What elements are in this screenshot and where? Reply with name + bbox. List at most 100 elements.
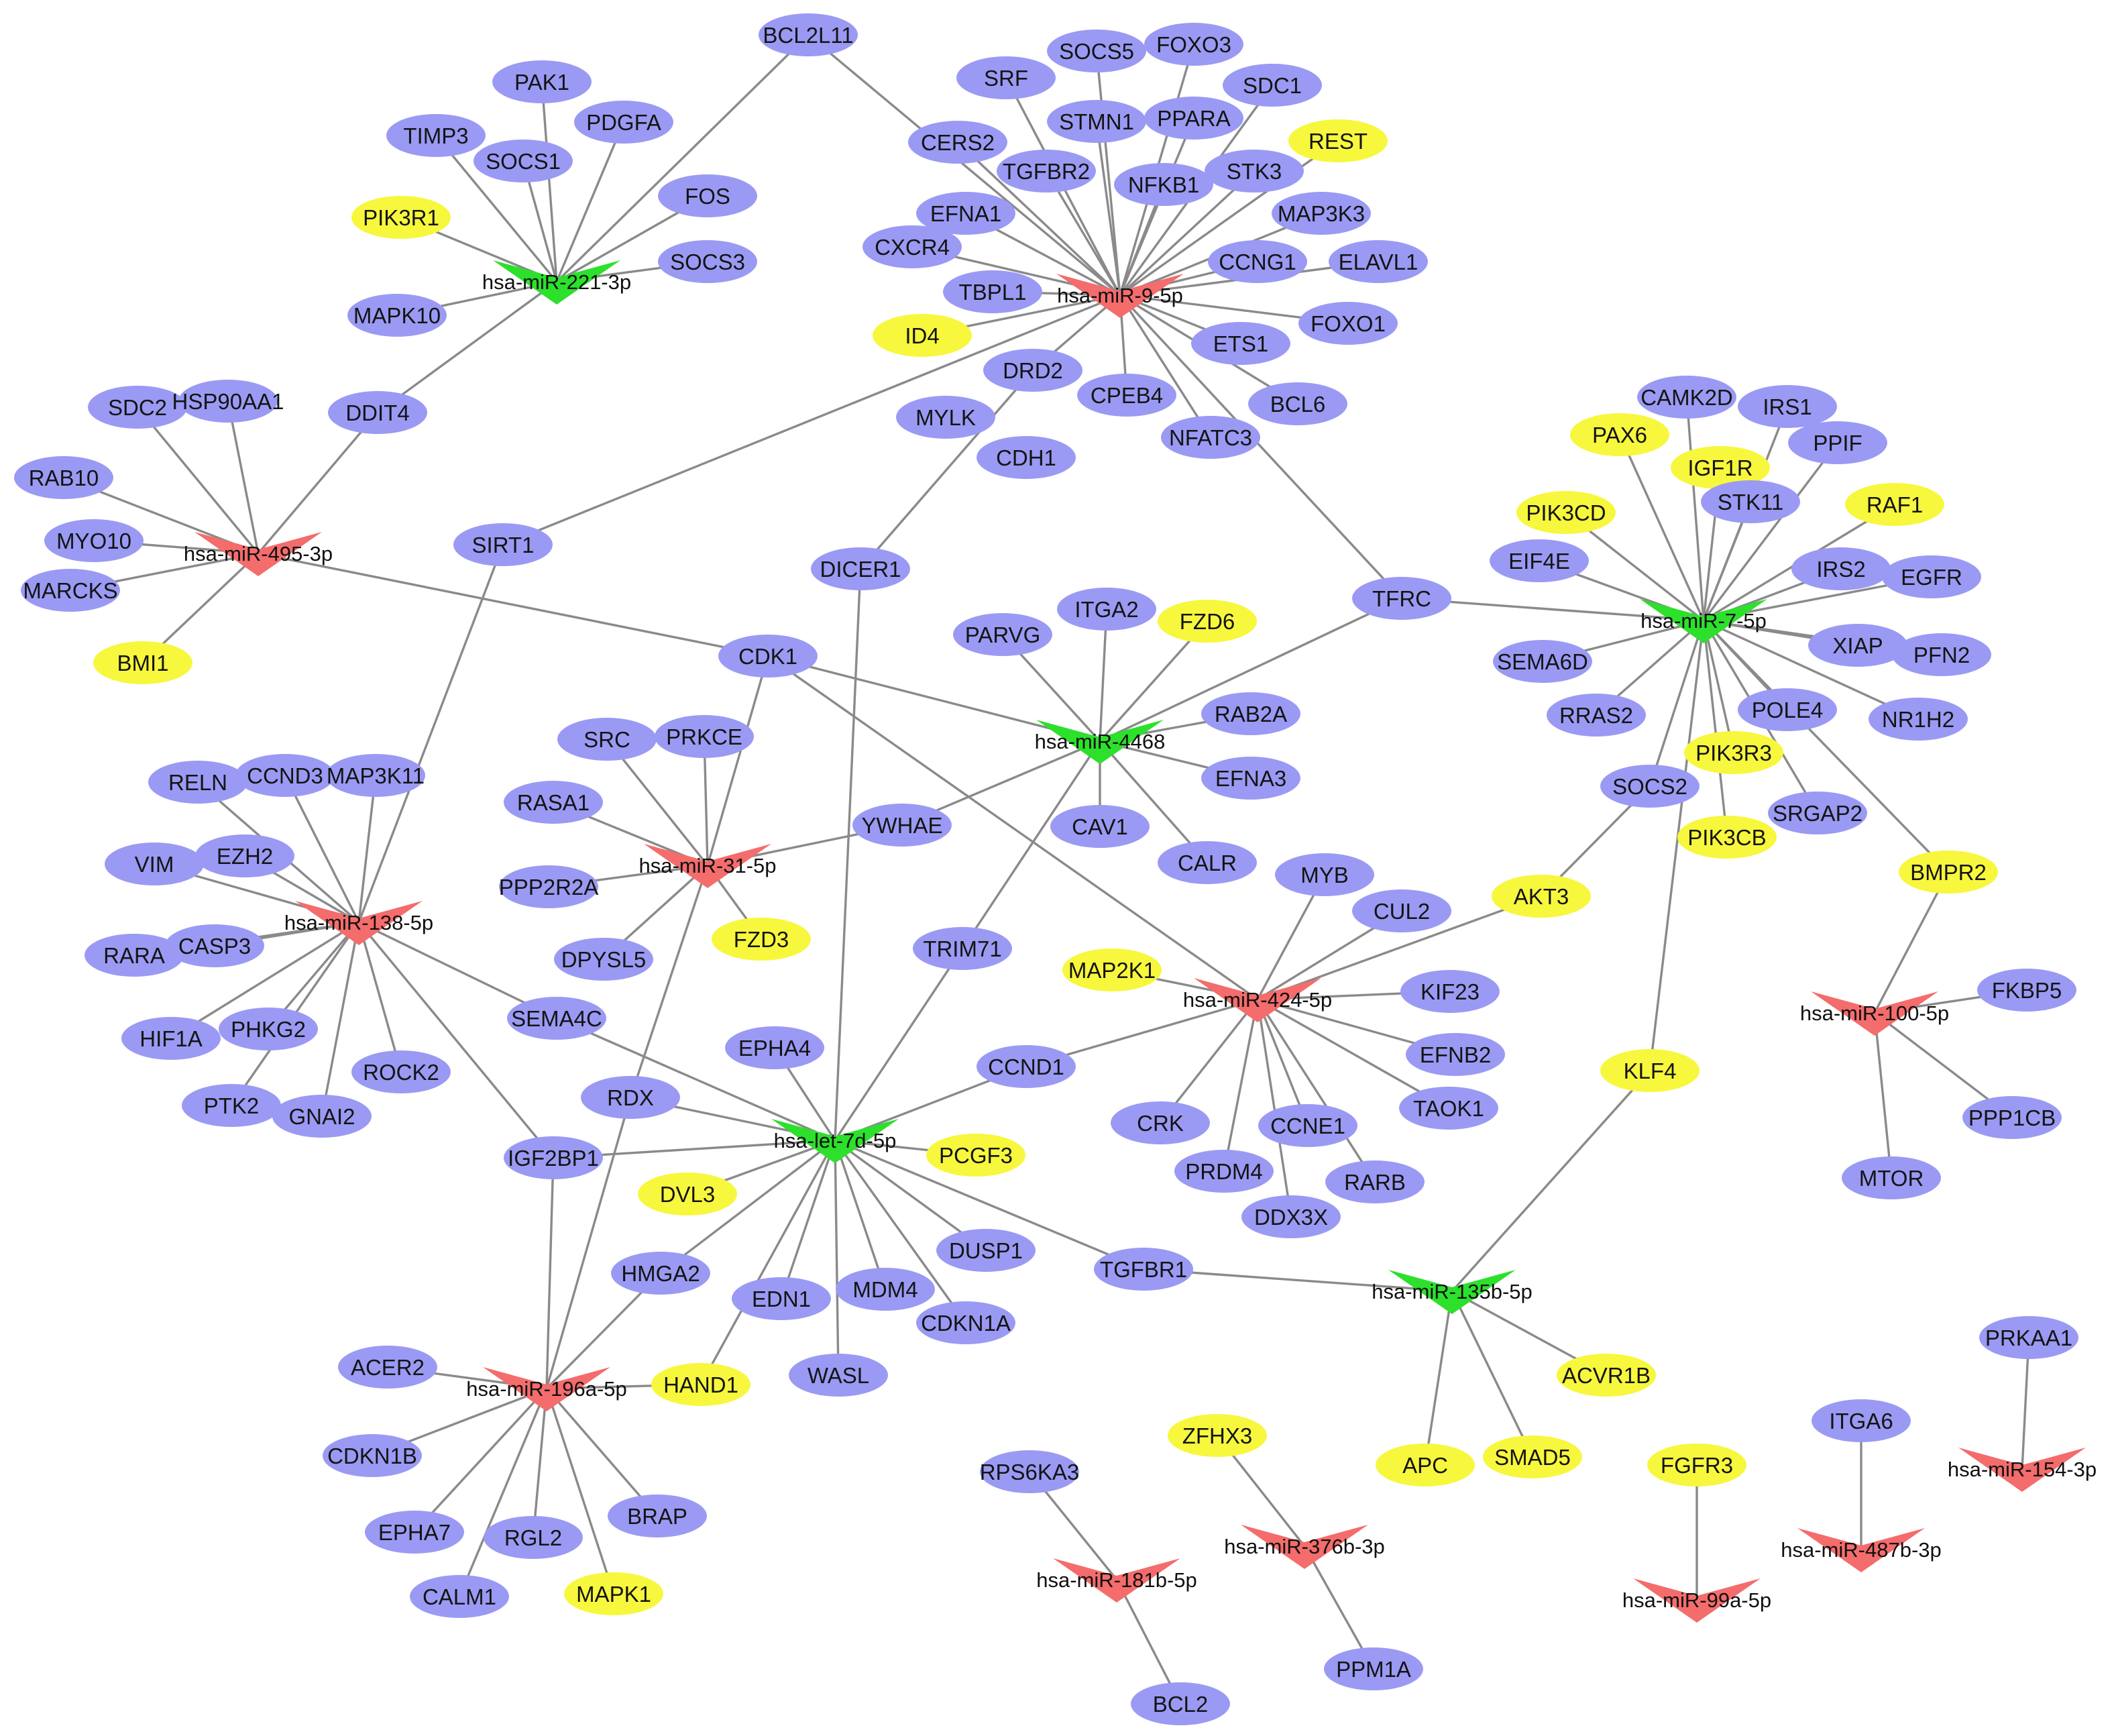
gene-node-dvl3[interactable]: DVL3 xyxy=(638,1173,737,1215)
gene-node-dicer1[interactable]: DICER1 xyxy=(811,547,910,590)
gene-node-edn1[interactable]: EDN1 xyxy=(732,1277,831,1320)
gene-node-tfrc[interactable]: TFRC xyxy=(1352,577,1451,620)
gene-node-calr[interactable]: CALR xyxy=(1158,841,1257,884)
mirna-node-m138[interactable]: hsa-miR-138-5p xyxy=(284,901,433,945)
gene-node-eif4e[interactable]: EIF4E xyxy=(1490,539,1589,582)
gene-node-bmpr2[interactable]: BMPR2 xyxy=(1899,851,1998,893)
gene-node-epha7[interactable]: EPHA7 xyxy=(365,1511,464,1554)
gene-node-bcl6[interactable]: BCL6 xyxy=(1248,382,1347,425)
gene-node-mtor[interactable]: MTOR xyxy=(1842,1156,1941,1199)
gene-node-ccne1[interactable]: CCNE1 xyxy=(1258,1104,1357,1147)
gene-node-itga2[interactable]: ITGA2 xyxy=(1057,588,1156,631)
gene-node-map2k1[interactable]: MAP2K1 xyxy=(1062,948,1162,991)
gene-node-pdgfa[interactable]: PDGFA xyxy=(574,101,673,144)
gene-node-rps6ka3[interactable]: RPS6KA3 xyxy=(980,1450,1080,1493)
gene-node-rasa1[interactable]: RASA1 xyxy=(504,781,603,824)
gene-node-tgfbr2[interactable]: TGFBR2 xyxy=(997,150,1096,193)
gene-node-epha4[interactable]: EPHA4 xyxy=(725,1026,824,1069)
gene-node-pik3r1[interactable]: PIK3R1 xyxy=(351,196,451,239)
gene-node-id4[interactable]: ID4 xyxy=(873,314,972,357)
gene-node-rara[interactable]: RARA xyxy=(85,934,184,977)
gene-node-pak1[interactable]: PAK1 xyxy=(492,60,592,103)
gene-node-hand1[interactable]: HAND1 xyxy=(651,1363,750,1406)
gene-node-trim71[interactable]: TRIM71 xyxy=(913,927,1012,970)
gene-node-srf[interactable]: SRF xyxy=(956,56,1056,99)
gene-node-fzd3[interactable]: FZD3 xyxy=(712,918,811,961)
gene-node-cxcr4[interactable]: CXCR4 xyxy=(863,225,962,268)
gene-node-rras2[interactable]: RRAS2 xyxy=(1547,694,1646,737)
mirna-node-m135b[interactable]: hsa-miR-135b-5p xyxy=(1372,1270,1533,1314)
gene-node-sema6d[interactable]: SEMA6D xyxy=(1493,640,1592,683)
gene-node-rgl2[interactable]: RGL2 xyxy=(484,1516,583,1559)
gene-node-nr1h2[interactable]: NR1H2 xyxy=(1869,698,1968,741)
gene-node-cav1[interactable]: CAV1 xyxy=(1050,805,1150,848)
mirna-node-m495[interactable]: hsa-miR-495-3p xyxy=(184,532,333,576)
mirna-node-m4468[interactable]: hsa-miR-4468 xyxy=(1035,720,1166,764)
gene-node-socs5[interactable]: SOCS5 xyxy=(1047,30,1146,72)
gene-node-cul2[interactable]: CUL2 xyxy=(1352,889,1451,932)
mirna-node-m154[interactable]: hsa-miR-154-3p xyxy=(1948,1448,2097,1492)
gene-node-pik3cb[interactable]: PIK3CB xyxy=(1677,816,1777,859)
gene-node-dusp1[interactable]: DUSP1 xyxy=(936,1229,1036,1272)
gene-node-nfkb1[interactable]: NFKB1 xyxy=(1114,163,1213,206)
gene-node-fzd6[interactable]: FZD6 xyxy=(1158,600,1257,643)
gene-node-pcgf3[interactable]: PCGF3 xyxy=(926,1134,1025,1177)
gene-node-smad5[interactable]: SMAD5 xyxy=(1483,1435,1582,1478)
gene-node-igf2bp1[interactable]: IGF2BP1 xyxy=(504,1136,603,1179)
gene-node-rest[interactable]: REST xyxy=(1288,119,1388,162)
mirna-node-m221[interactable]: hsa-miR-221-3p xyxy=(482,260,631,305)
gene-node-klf4[interactable]: KLF4 xyxy=(1600,1049,1700,1092)
mirna-node-m31[interactable]: hsa-miR-31-5p xyxy=(638,844,777,888)
gene-node-dpysl5[interactable]: DPYSL5 xyxy=(554,938,653,981)
gene-node-hif1a[interactable]: HIF1A xyxy=(121,1017,221,1060)
gene-node-irs2[interactable]: IRS2 xyxy=(1791,547,1891,590)
gene-node-ppm1a[interactable]: PPM1A xyxy=(1324,1647,1423,1690)
gene-node-rab2a[interactable]: RAB2A xyxy=(1201,692,1300,735)
gene-node-rab10[interactable]: RAB10 xyxy=(14,456,113,499)
gene-node-pole4[interactable]: POLE4 xyxy=(1738,688,1837,731)
gene-node-casp3[interactable]: CASP3 xyxy=(165,924,264,967)
gene-node-acvr1b[interactable]: ACVR1B xyxy=(1557,1354,1656,1397)
gene-node-socs2[interactable]: SOCS2 xyxy=(1600,765,1700,808)
gene-node-crk[interactable]: CRK xyxy=(1111,1101,1210,1144)
gene-node-socs3[interactable]: SOCS3 xyxy=(658,240,757,283)
gene-node-socs1[interactable]: SOCS1 xyxy=(474,140,573,182)
gene-node-fos[interactable]: FOS xyxy=(658,174,757,217)
gene-node-vim[interactable]: VIM xyxy=(105,843,204,885)
gene-node-calm1[interactable]: CALM1 xyxy=(410,1575,509,1618)
gene-node-ddit4[interactable]: DDIT4 xyxy=(328,391,427,434)
gene-node-prdm4[interactable]: PRDM4 xyxy=(1174,1150,1274,1193)
gene-node-xiap[interactable]: XIAP xyxy=(1808,624,1907,667)
gene-node-foxo1[interactable]: FOXO1 xyxy=(1298,302,1398,345)
gene-node-pax6[interactable]: PAX6 xyxy=(1570,413,1669,456)
gene-node-src[interactable]: SRC xyxy=(557,718,657,761)
gene-node-mapk10[interactable]: MAPK10 xyxy=(347,294,447,337)
mirna-node-let7d[interactable]: hsa-let-7d-5p xyxy=(771,1119,899,1163)
gene-node-ppif[interactable]: PPIF xyxy=(1788,421,1887,464)
mirna-node-m99a[interactable]: hsa-miR-99a-5p xyxy=(1622,1578,1771,1623)
gene-node-ccnd3[interactable]: CCND3 xyxy=(235,754,335,797)
gene-node-ccng1[interactable]: CCNG1 xyxy=(1208,240,1307,283)
mirna-node-m181b[interactable]: hsa-miR-181b-5p xyxy=(1036,1558,1197,1603)
gene-node-pfn2[interactable]: PFN2 xyxy=(1892,633,1991,676)
mirna-node-m196a[interactable]: hsa-miR-196a-5p xyxy=(466,1367,627,1411)
gene-node-timp3[interactable]: TIMP3 xyxy=(386,114,486,157)
gene-node-reln[interactable]: RELN xyxy=(148,761,247,804)
gene-node-rarb[interactable]: RARB xyxy=(1325,1160,1425,1203)
gene-node-myo10[interactable]: MYO10 xyxy=(44,519,144,562)
gene-node-cdkn1b[interactable]: CDKN1B xyxy=(323,1434,422,1477)
gene-node-apc[interactable]: APC xyxy=(1376,1444,1475,1486)
mirna-node-m424[interactable]: hsa-miR-424-5p xyxy=(1183,978,1332,1022)
gene-node-mdm4[interactable]: MDM4 xyxy=(836,1268,935,1311)
gene-node-raf1[interactable]: RAF1 xyxy=(1845,483,1944,526)
gene-node-cers2[interactable]: CERS2 xyxy=(908,121,1007,164)
gene-node-marcks[interactable]: MARCKS xyxy=(21,569,120,612)
gene-node-taok1[interactable]: TAOK1 xyxy=(1399,1087,1498,1130)
gene-node-fgfr3[interactable]: FGFR3 xyxy=(1647,1444,1746,1486)
gene-node-pik3cd[interactable]: PIK3CD xyxy=(1516,491,1616,534)
gene-node-wasl[interactable]: WASL xyxy=(789,1354,888,1397)
gene-node-bcl2[interactable]: BCL2 xyxy=(1131,1682,1230,1725)
gene-node-stmn1[interactable]: STMN1 xyxy=(1047,100,1146,143)
gene-node-rdx[interactable]: RDX xyxy=(581,1076,680,1119)
gene-node-efna3[interactable]: EFNA3 xyxy=(1201,757,1300,800)
